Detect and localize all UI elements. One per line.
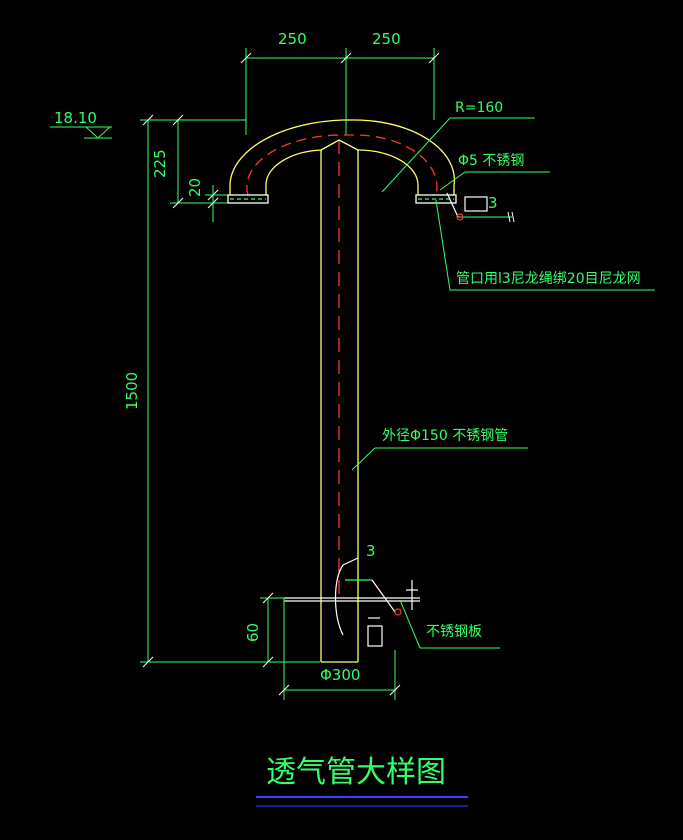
elevation-label: 18.10: [54, 109, 97, 127]
elevation-marker: [50, 126, 112, 139]
pipe-end-caps: [227, 194, 457, 204]
title-underline: [256, 796, 468, 807]
leader-lines: [351, 117, 655, 649]
dim-cap-height: 20: [186, 178, 204, 197]
top-width-dimension: [240, 48, 440, 135]
drawing-title: 透气管大样图: [266, 755, 446, 790]
dim-top-right: 250: [372, 30, 401, 48]
dim-base-diameter: Φ300: [320, 666, 360, 684]
vertical-pipe: [320, 139, 359, 663]
plate-label: 不锈钢板: [426, 624, 482, 640]
left-dimension-ticks: [142, 114, 274, 668]
mesh-label: 管口用l3尼龙绳绑20目尼龙网: [456, 271, 641, 287]
base-diameter-dimension: [278, 598, 401, 700]
radius-label: R=160: [455, 100, 503, 116]
weld-size-top: 3: [488, 194, 498, 212]
pipe-label: 外径Φ150 不锈钢管: [382, 428, 508, 444]
pipe-bend: [229, 119, 455, 196]
rod-label: Φ5 不锈钢: [458, 153, 524, 169]
dim-base-height: 60: [244, 623, 262, 642]
base-plate: [284, 557, 420, 647]
dim-top-left: 250: [278, 30, 307, 48]
weld-symbol-top: [446, 192, 488, 221]
dim-total-height: 1500: [123, 372, 141, 410]
left-height-dimensions: [140, 119, 330, 663]
dim-bend-height: 225: [151, 149, 169, 178]
weld-size-bottom: 3: [366, 542, 376, 560]
